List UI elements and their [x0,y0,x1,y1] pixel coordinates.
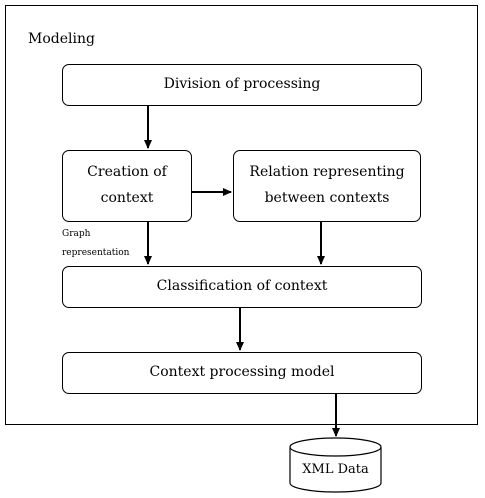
node-label-line: Relation representing [249,164,405,181]
node-creation-of-context: Creation of context [62,150,192,222]
node-label: Division of processing [163,76,321,93]
modeling-frame [5,5,478,425]
node-label-line: Creation of [87,164,167,181]
frame-label: Modeling [28,31,95,47]
node-relation-representing: Relation representing between contexts [233,150,421,222]
edge-label-line: representation [62,248,130,258]
edge-label-line: Graph [62,229,91,239]
node-label-line: context [100,190,154,206]
node-context-processing-model: Context processing model [62,352,422,394]
node-division-of-processing: Division of processing [62,64,422,106]
node-label: Classification of context [156,278,328,295]
database-cylinder-icon [289,437,382,493]
node-label: Context processing model [149,364,335,381]
node-label-line: between contexts [264,190,390,206]
node-classification-of-context: Classification of context [62,266,422,308]
node-xml-data: XML Data [302,462,369,477]
